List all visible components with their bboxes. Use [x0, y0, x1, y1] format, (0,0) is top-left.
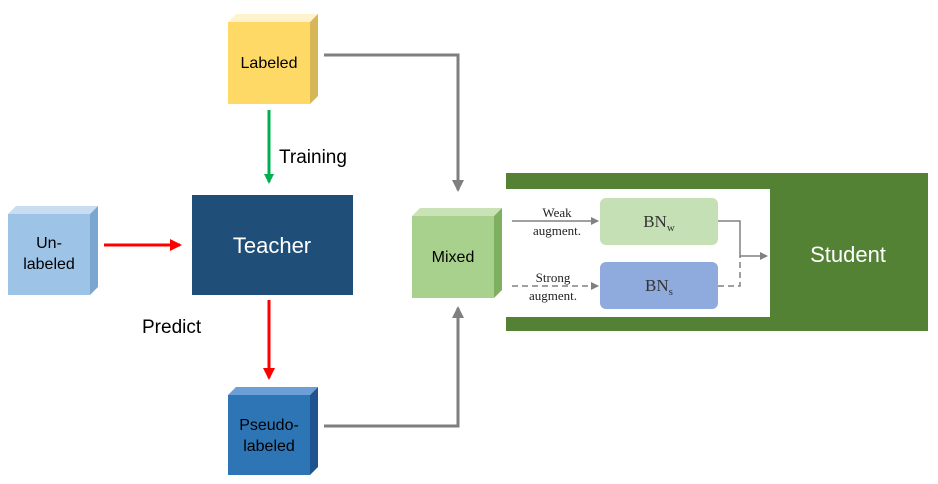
teacher-box-face [192, 195, 353, 295]
mixed-label: Mixed [432, 249, 475, 266]
strong-label-line2: augment. [529, 288, 577, 303]
unlabeled-box-face [8, 214, 90, 295]
bn-w-base: BN [643, 212, 667, 231]
mixed-box-face [412, 216, 494, 298]
student-panel: Student BNw BNs Weak augment. Strong aug… [506, 173, 928, 331]
bn-w-sub: w [667, 222, 675, 234]
pseudo-labeled-box-face [228, 395, 310, 475]
unlabeled-box: Un- labeled [8, 206, 98, 295]
mixed-box: Mixed [412, 208, 502, 298]
labeled-box-face [228, 22, 310, 104]
bn-w-label: BNw [643, 212, 675, 234]
weak-label-line2: augment. [533, 223, 581, 238]
student-label: Student [810, 242, 886, 267]
bn-s-label: BNs [645, 276, 673, 298]
labeled-to-mixed-arrow [324, 53, 464, 192]
teacher-label: Teacher [233, 233, 311, 258]
bn-s-output-arrow [718, 256, 741, 287]
training-label: Training [279, 147, 347, 168]
pseudo-labeled-box: Pseudo- labeled [228, 387, 318, 475]
strong-label-line1: Strong [536, 270, 571, 285]
bn-w-output-arrow [718, 220, 768, 260]
bn-s-sub: s [669, 286, 673, 298]
bn-w-box [600, 198, 718, 245]
weak-label-line1: Weak [542, 205, 572, 220]
labeled-box: Labeled [228, 14, 318, 104]
pseudo-label-line1: Pseudo- [239, 417, 299, 434]
unlabeled-label-line1: Un- [36, 235, 62, 252]
pseudo-to-mixed-arrow [324, 306, 464, 428]
bn-s-base: BN [645, 276, 669, 295]
unlabeled-label-line2: labeled [23, 256, 75, 273]
labeled-label: Labeled [241, 55, 298, 72]
pseudo-label-line2: labeled [243, 438, 295, 455]
predict-label: Predict [142, 317, 202, 338]
bn-s-box [600, 262, 718, 309]
teacher-box: Teacher [192, 195, 353, 295]
